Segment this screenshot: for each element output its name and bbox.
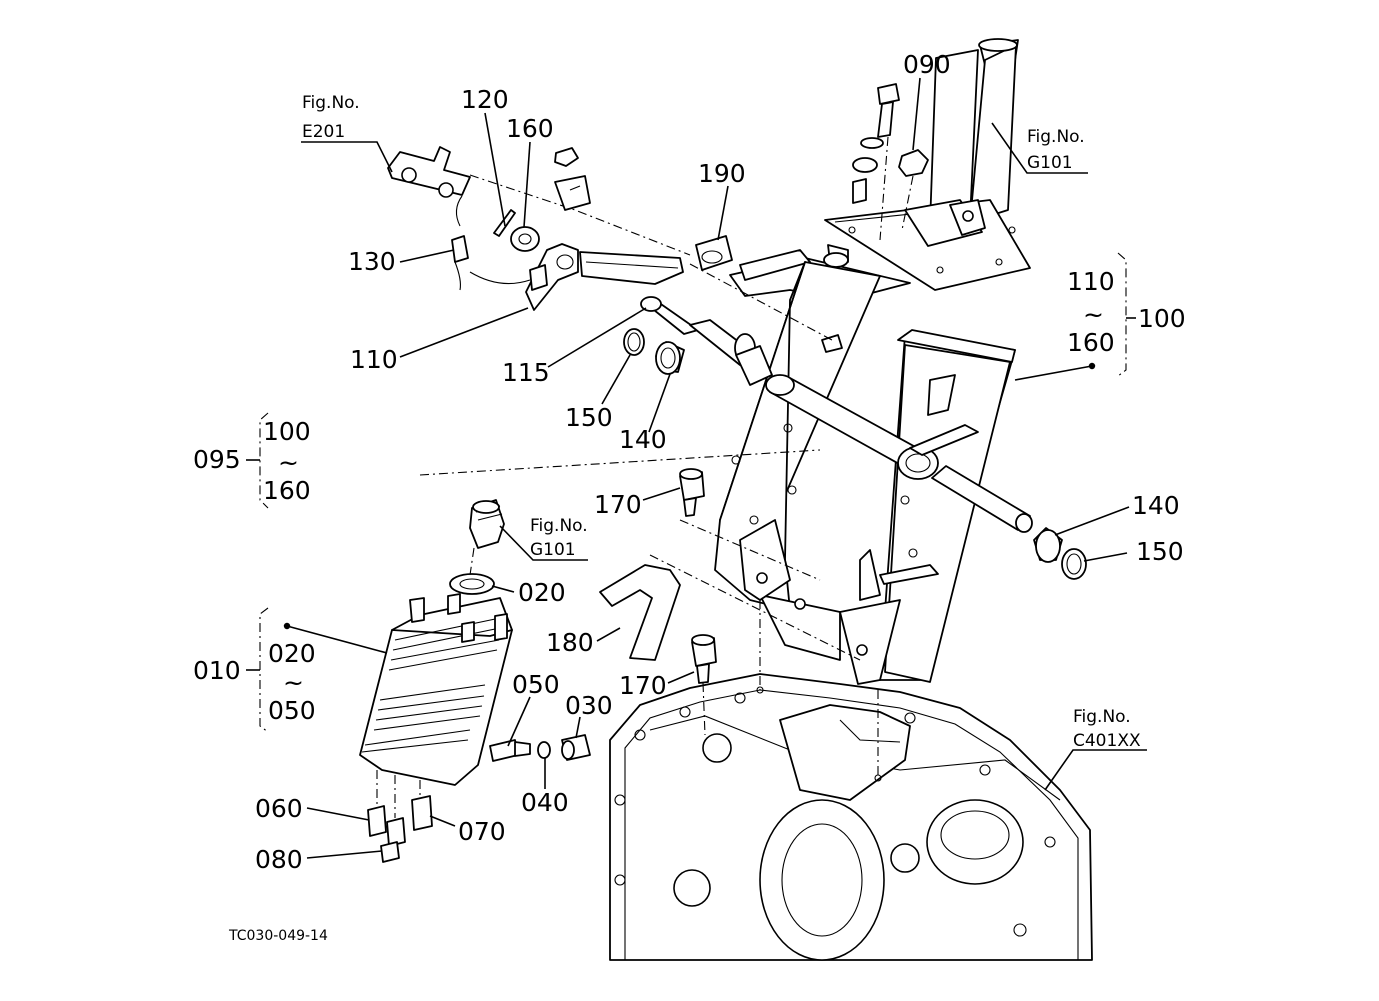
group-010: 020 ~ 050 010 — [193, 639, 316, 725]
fig-ref-e201: Fig.No. E201 — [302, 93, 360, 142]
group-brackets — [246, 252, 1136, 733]
callout-190: 190 — [698, 159, 746, 188]
fig-ref-c401-title: Fig.No. — [1073, 707, 1131, 727]
lever-assembly — [387, 146, 843, 386]
callout-030: 030 — [565, 691, 613, 720]
callout-150-left: 150 — [565, 403, 613, 432]
fig-ref-g101-mid-title: Fig.No. — [530, 516, 588, 536]
fig-ref-e201-code: E201 — [302, 122, 345, 142]
group-095-label: 095 — [193, 445, 241, 474]
callout-130: 130 — [348, 247, 396, 276]
group-100-to: 160 — [1067, 328, 1115, 357]
transmission-housing — [609, 673, 1093, 961]
group-010-tilde: ~ — [283, 668, 304, 697]
fig-ref-e201-title: Fig.No. — [302, 93, 360, 113]
callout-170-top: 170 — [594, 490, 642, 519]
valve-assembly — [359, 499, 591, 863]
fig-ref-g101-mid-code: G101 — [530, 540, 576, 560]
group-095-to: 160 — [263, 476, 311, 505]
callout-080: 080 — [255, 845, 303, 874]
callout-120: 120 — [461, 85, 509, 114]
group-010-to: 050 — [268, 696, 316, 725]
callout-070: 070 — [458, 817, 506, 846]
group-100-from: 110 — [1067, 267, 1115, 296]
bolts-170 — [679, 468, 717, 736]
fig-ref-g101-top-title: Fig.No. — [1027, 127, 1085, 147]
callout-170-bottom: 170 — [619, 671, 667, 700]
callout-115: 115 — [502, 358, 550, 387]
fig-ref-c401: Fig.No. C401XX — [1073, 707, 1141, 751]
callout-140-left: 140 — [619, 425, 667, 454]
callout-140-right: 140 — [1132, 491, 1180, 520]
fig-ref-g101-top: Fig.No. G101 — [1027, 127, 1085, 173]
callout-labels: 090 120 160 130 190 110 115 150 140 170 … — [255, 50, 1184, 874]
group-100: 110 ~ 160 100 — [1067, 267, 1186, 357]
callout-090: 090 — [903, 50, 951, 79]
group-095: 100 ~ 160 095 — [193, 417, 311, 505]
bearings — [623, 328, 1087, 580]
group-095-from: 100 — [263, 417, 311, 446]
callout-180: 180 — [546, 628, 594, 657]
group-100-tilde: ~ — [1083, 300, 1104, 329]
callout-020: 020 — [518, 578, 566, 607]
pedal-bracket — [419, 244, 1033, 780]
callout-050: 050 — [512, 670, 560, 699]
fig-ref-g101-mid: Fig.No. G101 — [530, 516, 588, 560]
callout-060: 060 — [255, 794, 303, 823]
fig-ref-g101-top-code: G101 — [1027, 153, 1073, 173]
group-095-tilde: ~ — [278, 448, 299, 477]
callout-110: 110 — [350, 345, 398, 374]
leader-lines — [283, 77, 1147, 859]
callout-160: 160 — [506, 114, 554, 143]
drawing-code: TC030-049-14 — [228, 928, 328, 944]
pad-180 — [599, 554, 861, 661]
steering-column — [824, 38, 1031, 291]
fig-ref-c401-code: C401XX — [1073, 731, 1141, 751]
callout-040: 040 — [521, 788, 569, 817]
group-010-from: 020 — [268, 639, 316, 668]
callout-150-right: 150 — [1136, 537, 1184, 566]
group-100-label: 100 — [1138, 304, 1186, 333]
group-010-label: 010 — [193, 656, 241, 685]
